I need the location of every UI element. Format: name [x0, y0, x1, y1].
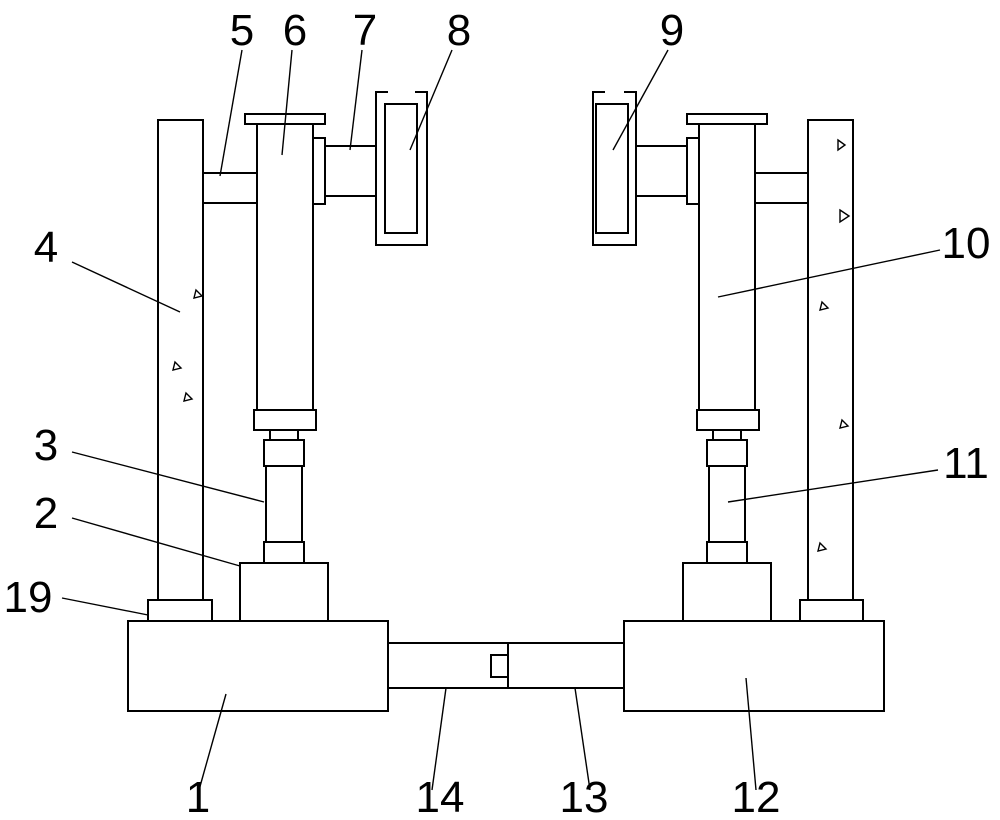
right-column: [807, 119, 854, 601]
right-cylinder: [698, 123, 756, 411]
left-column-markings: [172, 288, 204, 402]
left-clamp-frame: [375, 91, 428, 246]
right-arm: [635, 145, 688, 197]
label-1: 1: [186, 773, 210, 820]
label-10: 10: [942, 219, 991, 268]
label-3: 3: [34, 421, 58, 470]
right-base: [623, 620, 885, 712]
left-clamp-pad: [384, 103, 418, 234]
left-rod-neck: [269, 429, 299, 441]
left-column: [157, 119, 204, 601]
right-rod-neck: [712, 429, 742, 441]
left-arm-collar: [312, 137, 326, 205]
label-2: 2: [34, 489, 58, 538]
right-arm-collar: [686, 137, 700, 205]
left-base: [127, 620, 389, 712]
right-cylinder-cap: [686, 113, 768, 125]
left-cylinder-base: [253, 409, 317, 431]
label-8: 8: [447, 6, 471, 55]
left-rod-collar-lower: [263, 541, 305, 564]
label-13: 13: [560, 773, 609, 820]
label-7: 7: [353, 6, 377, 55]
label-19: 19: [4, 573, 53, 622]
left-rod-shaft: [265, 465, 303, 543]
left-motor-block: [239, 562, 329, 622]
label-6: 6: [283, 6, 307, 55]
connecting-rod-left: [387, 642, 509, 689]
right-connector: [754, 172, 809, 204]
right-clamp-pad: [595, 103, 629, 234]
right-rod-shaft: [708, 465, 746, 543]
right-motor-block: [682, 562, 772, 622]
right-rod-collar-lower: [706, 541, 748, 564]
connecting-rod-right: [507, 642, 625, 689]
left-arm: [324, 145, 377, 197]
label-4: 4: [34, 223, 58, 272]
rod-joint-tab: [490, 654, 509, 678]
left-cylinder: [256, 123, 314, 411]
left-pad: [147, 599, 213, 622]
right-clamp-frame: [592, 91, 637, 246]
right-pad: [799, 599, 864, 622]
leader-lines: [61, 49, 941, 791]
left-connector: [202, 172, 258, 204]
label-11: 11: [943, 439, 989, 488]
label-9: 9: [660, 6, 684, 55]
left-rod-collar-upper: [263, 439, 305, 467]
right-rod-collar-upper: [706, 439, 748, 467]
right-column-markings: [817, 138, 851, 552]
label-14: 14: [416, 773, 465, 820]
label-12: 12: [732, 773, 781, 820]
label-5: 5: [230, 6, 254, 55]
right-cylinder-base: [696, 409, 760, 431]
